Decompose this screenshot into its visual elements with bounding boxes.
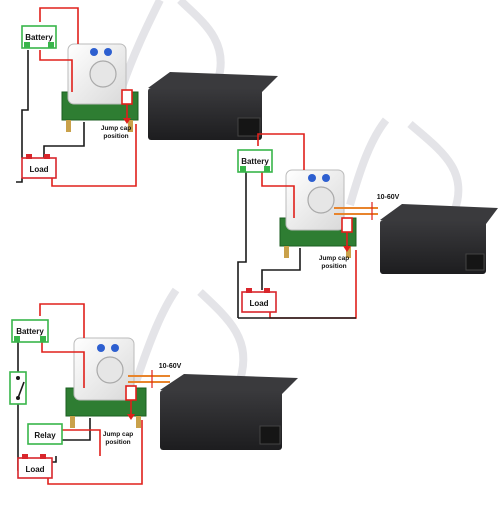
jump-cap-position-label: position xyxy=(103,133,128,140)
voltage-label: 10-60V xyxy=(377,194,400,201)
ribbon-cable xyxy=(407,120,463,214)
relay-box xyxy=(27,423,63,445)
load-box xyxy=(241,291,277,313)
wire-black xyxy=(237,172,247,318)
jump-cap-marker xyxy=(341,217,353,233)
battery-box xyxy=(21,25,57,49)
jump-cap-marker xyxy=(121,89,133,105)
relay-label: Relay xyxy=(34,431,56,440)
battery-box xyxy=(237,149,273,173)
hall-sensor xyxy=(73,337,135,401)
hall-sensor xyxy=(67,43,127,105)
ribbon-cable xyxy=(132,287,180,384)
jump-cap-label: Jump cap xyxy=(103,431,133,438)
hall-sensor xyxy=(285,169,345,231)
load-label: Load xyxy=(249,299,268,308)
battery-label: Battery xyxy=(25,33,53,42)
load-label: Load xyxy=(29,165,48,174)
jump-cap-label: Jump cap xyxy=(101,125,131,132)
voltage-label: 10-60V xyxy=(159,363,182,370)
ribbon-cable xyxy=(197,289,248,382)
jump-cap-position-label: position xyxy=(105,439,130,446)
jump-cap-marker xyxy=(125,385,137,401)
panel-meter xyxy=(148,72,278,140)
battery-box xyxy=(11,319,49,343)
wire-red xyxy=(39,50,73,92)
wire-red xyxy=(41,340,85,388)
panel-meter xyxy=(380,204,498,274)
wire-black xyxy=(21,50,29,158)
diagram-1: Battery Load Jump cap position xyxy=(16,0,278,187)
diagram-3: 10-60V Battery Relay Load Jump cap po xyxy=(9,287,298,485)
load-box xyxy=(21,157,57,179)
battery-label: Battery xyxy=(241,157,269,166)
load-box xyxy=(17,457,53,479)
wire-red xyxy=(261,170,295,218)
ribbon-cable xyxy=(177,0,225,82)
ribbon-cable xyxy=(346,117,390,207)
jump-cap-label: Jump cap xyxy=(319,255,349,262)
switch-icon xyxy=(9,371,27,405)
battery-label: Battery xyxy=(16,327,44,336)
jump-cap-position-label: position xyxy=(321,263,346,270)
load-label: Load xyxy=(25,465,44,474)
panel-meter xyxy=(160,374,298,450)
diagram-2: 10-60V Battery Load Jump cap position xyxy=(237,117,498,319)
